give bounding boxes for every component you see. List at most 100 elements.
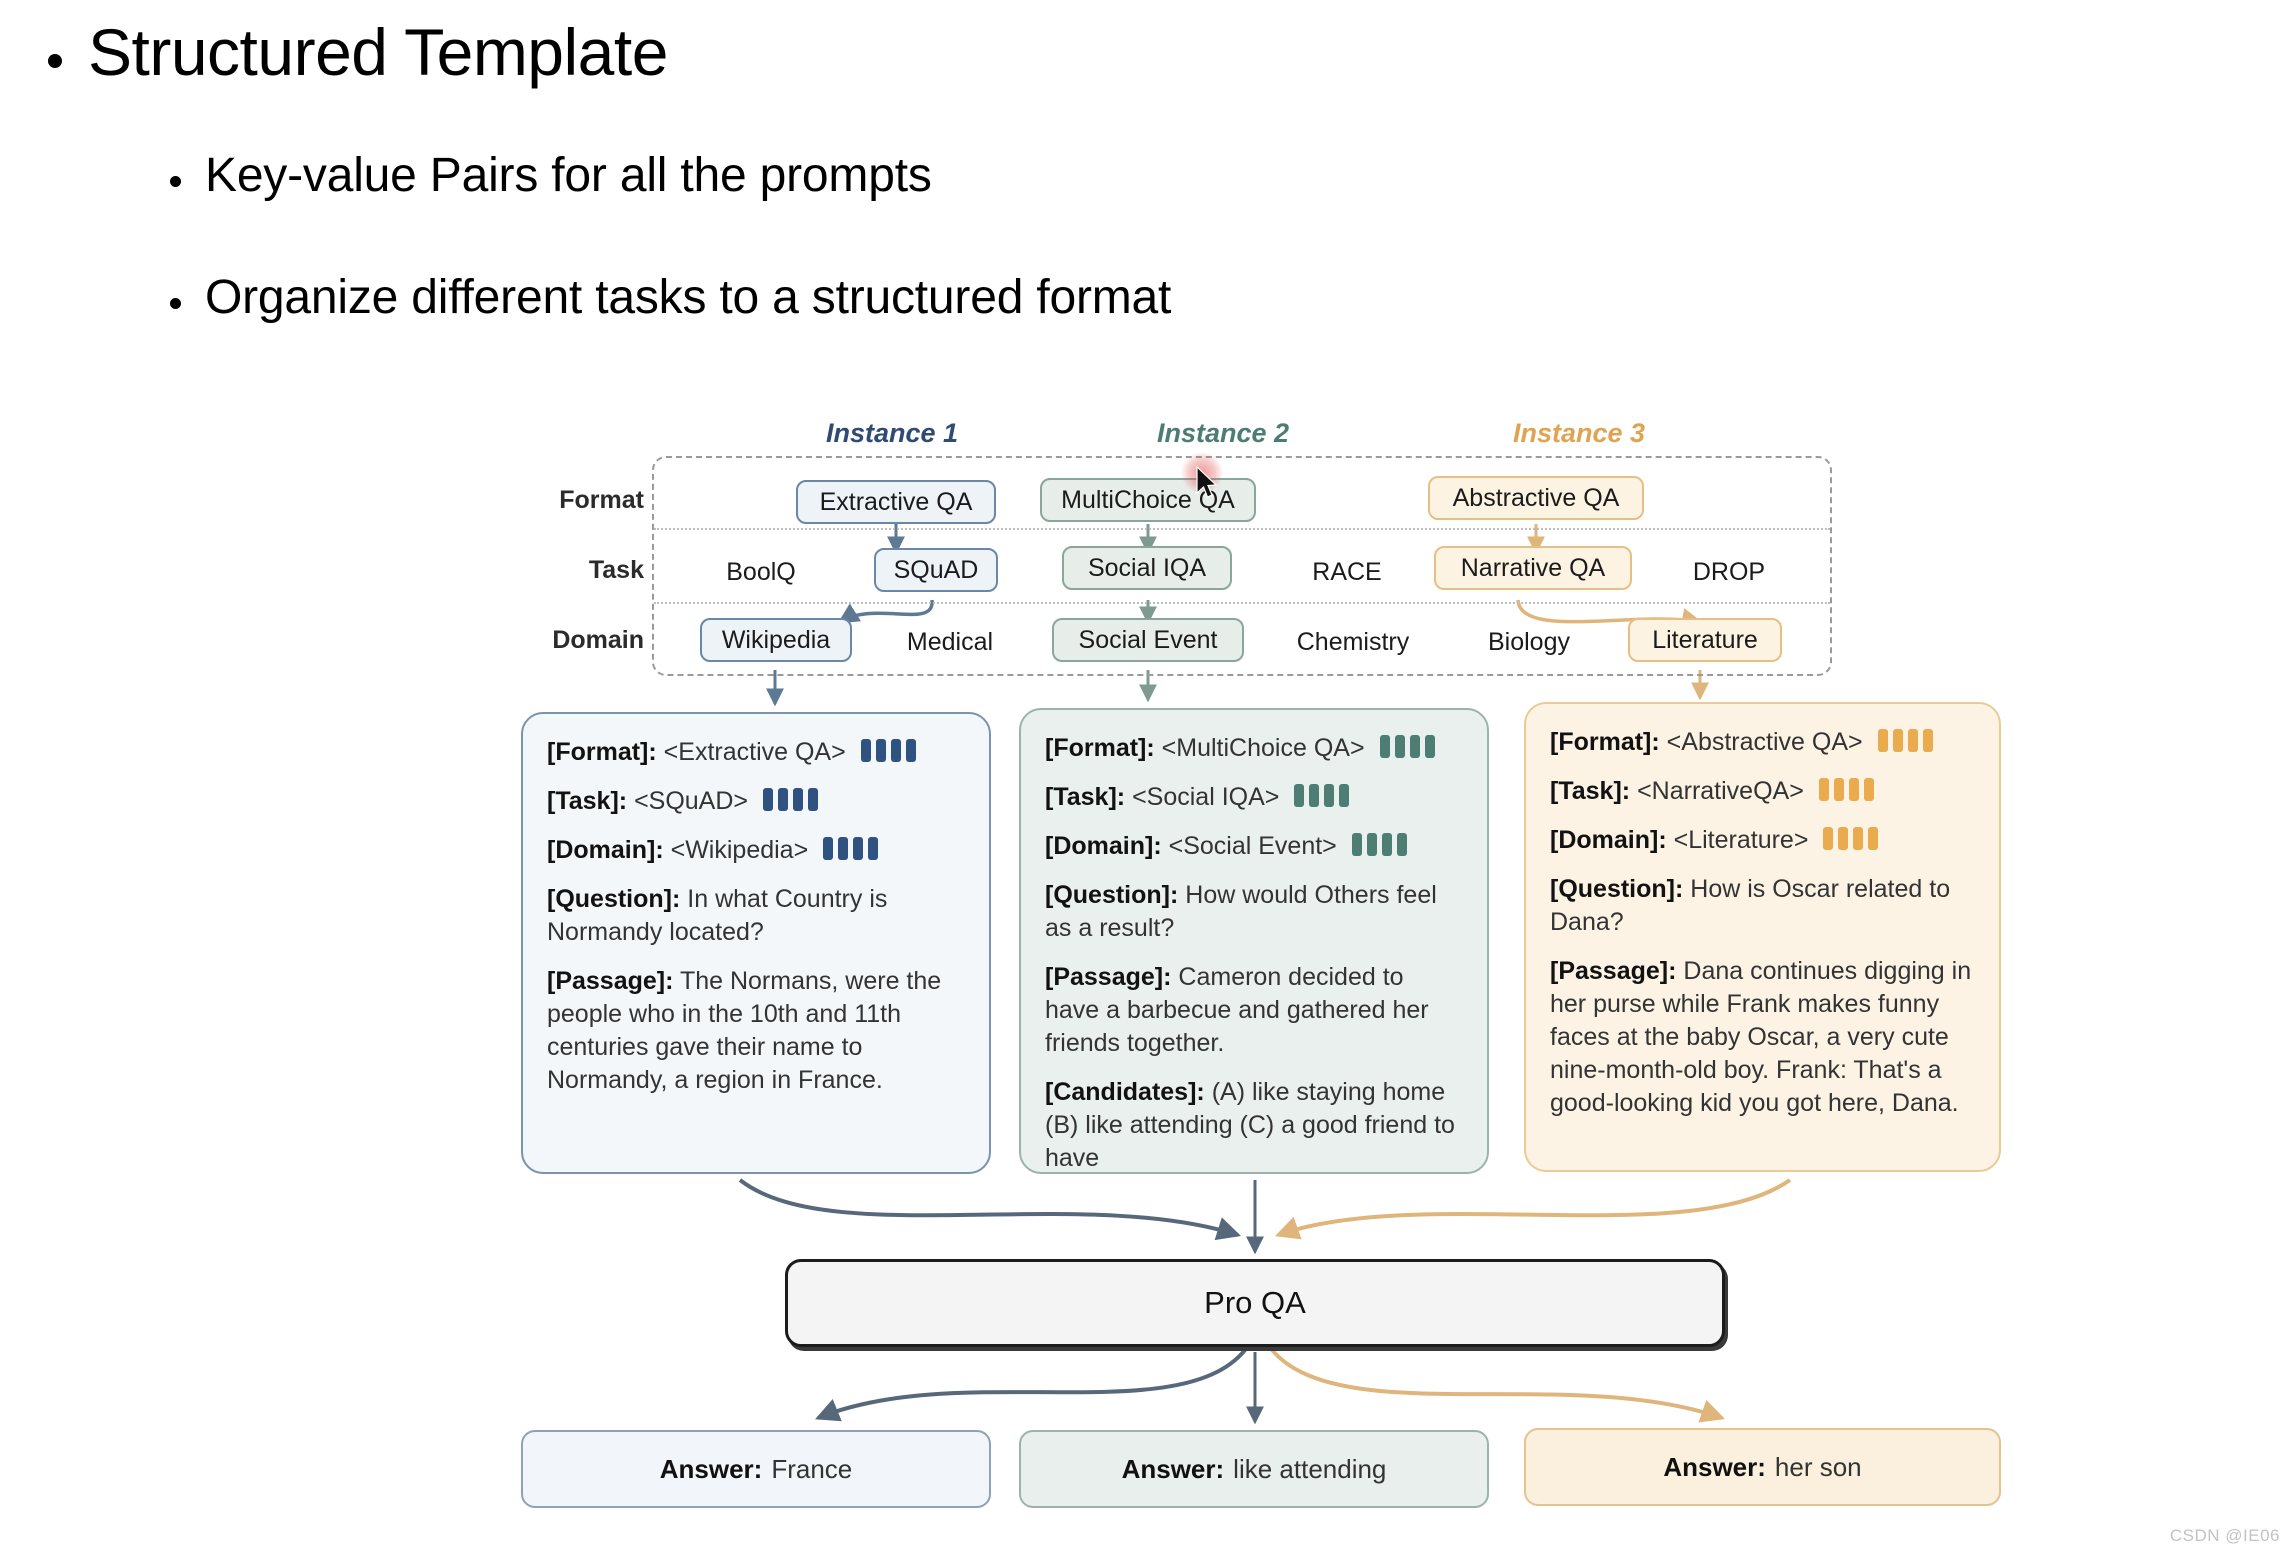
card3-passage-value: Dana continues digging in her purse whil…	[1550, 957, 1972, 1117]
instance-card-1[interactable]: [Format]: <Extractive QA> [Task]: <SQuAD…	[521, 712, 991, 1174]
card2-question-key: [Question]:	[1045, 881, 1179, 909]
card2-format-value: <MultiChoice QA>	[1161, 734, 1365, 762]
token-bars-icon	[1818, 778, 1874, 801]
taxonomy-divider	[654, 602, 1830, 604]
row-label-domain: Domain	[552, 626, 644, 654]
node-literature[interactable]: Literature	[1628, 618, 1782, 662]
node-wikipedia[interactable]: Wikipedia	[700, 618, 852, 662]
answer-3-label: Answer:	[1663, 1451, 1766, 1482]
node-drop: DROP	[1692, 557, 1766, 586]
token-bars-icon	[1379, 735, 1435, 758]
watermark-text: CSDN @IE06	[2169, 1526, 2280, 1545]
pro-qa-model-box[interactable]: Pro QA	[785, 1259, 1725, 1347]
card2-passage-value: Cameron decided to have a barbecue and g…	[1045, 963, 1429, 1057]
node-chemistry: Chemistry	[1296, 627, 1410, 656]
token-bars-icon	[1877, 729, 1933, 752]
instance-2-label: Instance 2	[1157, 418, 1290, 448]
card2-task-value: <Social IQA>	[1132, 783, 1280, 811]
node-social-iqa[interactable]: Social IQA	[1062, 546, 1232, 590]
card1-question-value: In what Country is Normandy located?	[547, 885, 888, 946]
card3-task-row: [Task]: <NarrativeQA>	[1550, 775, 1975, 808]
card2-format-row: [Format]: <MultiChoice QA>	[1045, 732, 1463, 765]
card1-domain-value: <Wikipedia>	[670, 836, 809, 864]
card1-format-row: [Format]: <Extractive QA>	[547, 736, 965, 769]
card2-domain-value: <Social Event>	[1168, 832, 1337, 860]
subbullet-label: Organize different tasks to a structured…	[205, 271, 1172, 324]
subbullet-label: Key-value Pairs for all the prompts	[205, 149, 932, 202]
bullet-dot-icon	[48, 54, 62, 68]
card3-question-value: How is Oscar related to Dana?	[1550, 875, 1951, 936]
row-label-format: Format	[559, 486, 644, 514]
token-bars-icon	[762, 788, 818, 811]
card3-domain-key: [Domain]:	[1550, 826, 1667, 854]
card2-passage-key: [Passage]:	[1045, 963, 1172, 991]
node-race: RACE	[1312, 557, 1382, 586]
bullet-dot-icon	[170, 298, 181, 309]
card3-passage-row: [Passage]: Dana continues digging in her…	[1550, 955, 1975, 1120]
card2-passage-row: [Passage]: Cameron decided to have a bar…	[1045, 961, 1463, 1060]
bullet-dot-icon	[170, 176, 181, 187]
card3-format-row: [Format]: <Abstractive QA>	[1550, 726, 1975, 759]
card1-task-key: [Task]:	[547, 787, 628, 815]
card2-task-row: [Task]: <Social IQA>	[1045, 781, 1463, 814]
token-bars-icon	[823, 837, 879, 860]
node-social-event[interactable]: Social Event	[1052, 618, 1244, 662]
pro-qa-label: Pro QA	[1204, 1285, 1306, 1320]
card3-format-key: [Format]:	[1550, 728, 1660, 756]
card2-candidates-key: [Candidates]:	[1045, 1078, 1205, 1106]
answer-box-1[interactable]: Answer: France	[521, 1430, 991, 1508]
card3-passage-key: [Passage]:	[1550, 957, 1677, 985]
node-boolq: BoolQ	[726, 557, 796, 586]
card2-task-key: [Task]:	[1045, 783, 1126, 811]
card1-domain-key: [Domain]:	[547, 836, 664, 864]
node-narrative-qa[interactable]: Narrative QA	[1434, 546, 1632, 590]
answer-box-2[interactable]: Answer: like attending	[1019, 1430, 1489, 1508]
card1-domain-row: [Domain]: <Wikipedia>	[547, 834, 965, 867]
card1-format-key: [Format]:	[547, 738, 657, 766]
card2-candidates-value: (A) like staying home (B) like attending…	[1045, 1078, 1455, 1172]
token-bars-icon	[1823, 827, 1879, 850]
answer-3-value: her son	[1774, 1451, 1862, 1482]
card3-format-value: <Abstractive QA>	[1666, 728, 1863, 756]
instance-3-label: Instance 3	[1513, 418, 1646, 448]
card1-question-key: [Question]:	[547, 885, 681, 913]
answer-1-value: France	[771, 1453, 853, 1484]
card3-task-value: <NarrativeQA>	[1637, 777, 1804, 805]
card1-task-row: [Task]: <SQuAD>	[547, 785, 965, 818]
instance-1-label: Instance 1	[826, 418, 959, 448]
card3-question-row: [Question]: How is Oscar related to Dana…	[1550, 873, 1975, 939]
taxonomy-divider	[654, 528, 1830, 530]
answer-2-label: Answer:	[1121, 1453, 1225, 1484]
card3-question-key: [Question]:	[1550, 875, 1684, 903]
node-biology: Biology	[1488, 627, 1570, 656]
card2-question-row: [Question]: How would Others feel as a r…	[1045, 879, 1463, 945]
answer-1-label: Answer:	[659, 1453, 763, 1484]
token-bars-icon	[1294, 784, 1350, 807]
card3-domain-value: <Literature>	[1673, 826, 1809, 854]
card1-passage-row: [Passage]: The Normans, were the people …	[547, 965, 965, 1097]
node-extractive-qa[interactable]: Extractive QA	[796, 480, 996, 524]
card1-question-row: [Question]: In what Country is Normandy …	[547, 883, 965, 949]
instance-card-3[interactable]: [Format]: <Abstractive QA> [Task]: <Narr…	[1524, 702, 2001, 1172]
slide-subbullet-1: Key-value Pairs for all the prompts	[170, 148, 932, 203]
instance-card-2[interactable]: [Format]: <MultiChoice QA> [Task]: <Soci…	[1019, 708, 1489, 1174]
card3-task-key: [Task]:	[1550, 777, 1631, 805]
node-squad[interactable]: SQuAD	[874, 548, 998, 592]
card1-passage-value: The Normans, were the people who in the …	[547, 967, 942, 1094]
slide-subbullet-2: Organize different tasks to a structured…	[170, 270, 1171, 325]
node-multichoice-qa[interactable]: MultiChoice QA	[1040, 478, 1256, 522]
card1-passage-key: [Passage]:	[547, 967, 674, 995]
card2-candidates-row: [Candidates]: (A) like staying home (B) …	[1045, 1076, 1463, 1175]
card2-domain-key: [Domain]:	[1045, 832, 1162, 860]
card3-domain-row: [Domain]: <Literature>	[1550, 824, 1975, 857]
node-medical: Medical	[906, 627, 994, 656]
card2-question-value: How would Others feel as a result?	[1045, 881, 1437, 942]
node-abstractive-qa[interactable]: Abstractive QA	[1428, 476, 1644, 520]
answer-box-3[interactable]: Answer: her son	[1524, 1428, 2001, 1506]
card2-format-key: [Format]:	[1045, 734, 1155, 762]
slide-title-bullet: Structured Template	[48, 14, 668, 90]
row-label-task: Task	[588, 556, 644, 584]
token-bars-icon	[1351, 833, 1407, 856]
taxonomy-panel	[652, 456, 1832, 676]
